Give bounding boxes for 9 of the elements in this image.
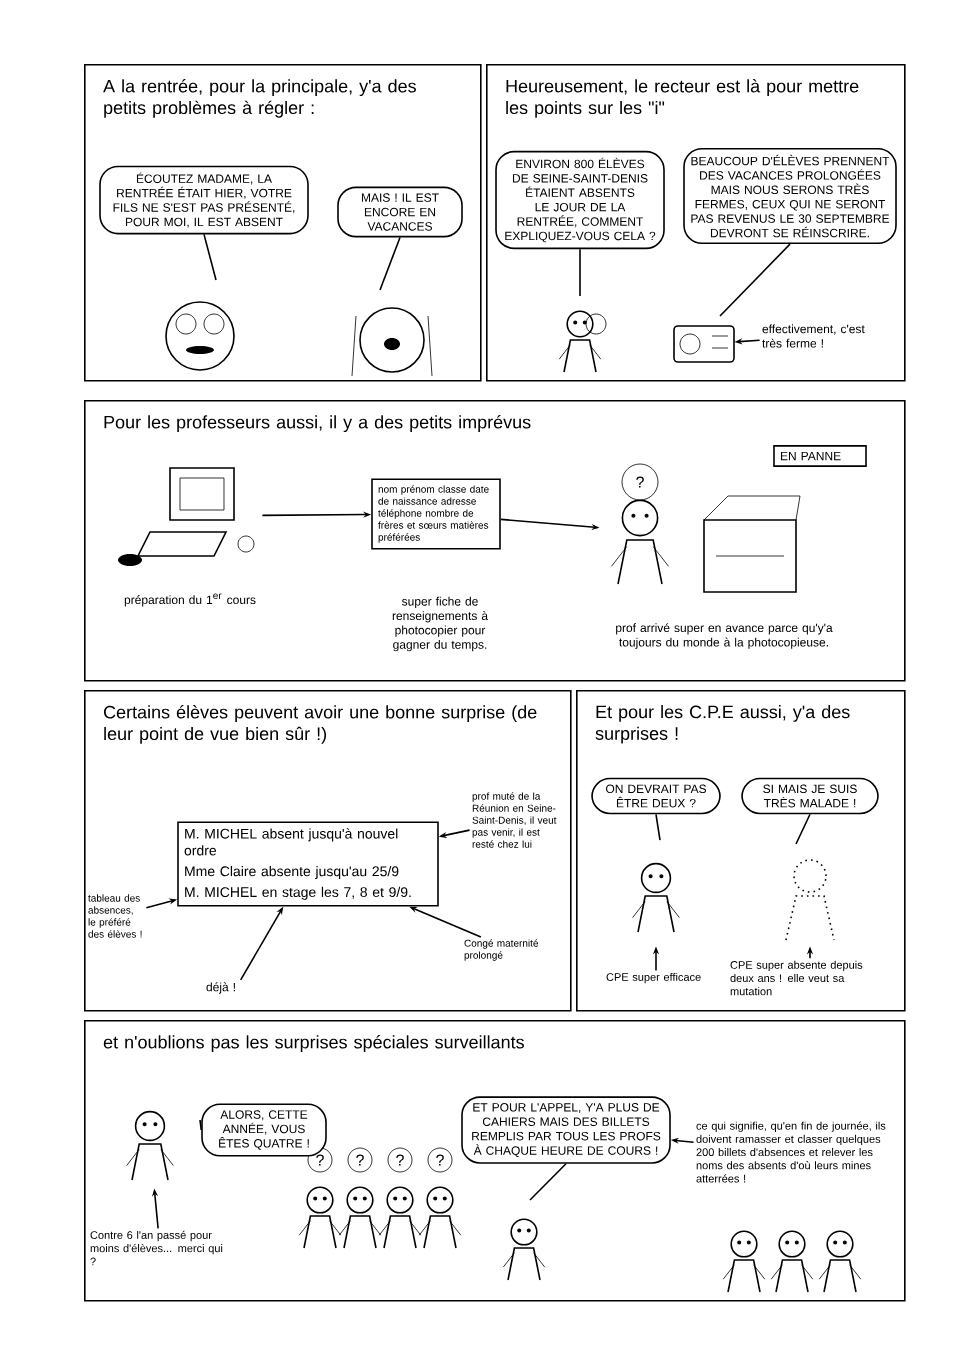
- radio-drawing: [673, 325, 735, 363]
- person-drawing: [126, 1110, 174, 1181]
- question-mark: ?: [396, 1154, 404, 1166]
- question-mark: ?: [436, 1154, 444, 1166]
- person-drawing: [632, 862, 680, 933]
- question-mark: ?: [636, 476, 644, 488]
- question-mark: ?: [316, 1154, 324, 1166]
- person-drawing: [785, 859, 835, 941]
- question-mark: ?: [356, 1154, 364, 1166]
